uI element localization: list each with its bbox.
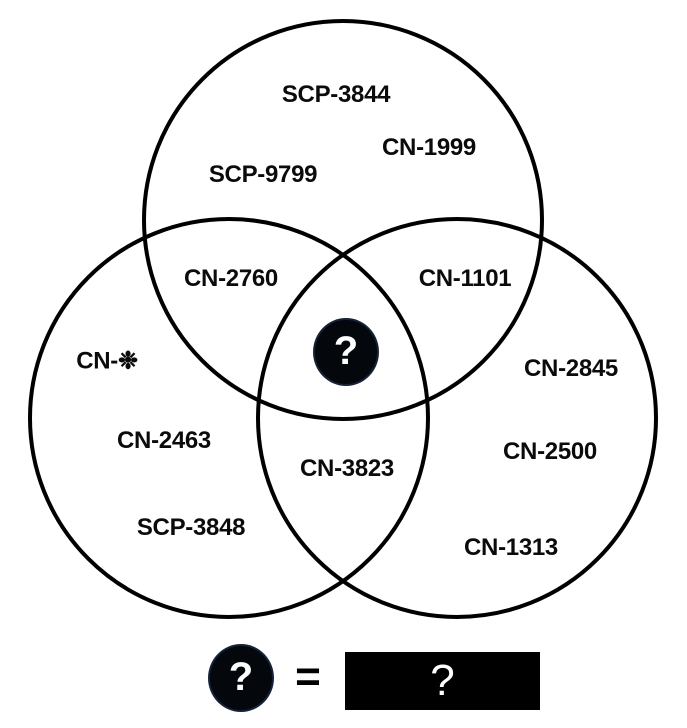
- venn-label-cn-1313: CN-1313: [464, 534, 558, 561]
- left-circle-outline: [28, 217, 430, 619]
- venn-label-cn-2845: CN-2845: [524, 355, 618, 382]
- venn-label-cn-3823: CN-3823: [300, 455, 394, 482]
- venn-label-cn-asterisk: CN-❉: [76, 347, 138, 375]
- venn-label-cn-2463: CN-2463: [117, 427, 211, 454]
- right-circle-outline: [256, 217, 658, 619]
- legend-answer-box: ?: [345, 652, 540, 710]
- legend-equals-sign: =: [295, 652, 321, 701]
- legend-row: ? = ?: [0, 644, 687, 714]
- legend-question-badge: ?: [208, 644, 274, 712]
- venn-label-scp-9799: SCP-9799: [208, 161, 318, 188]
- venn-label-cn-1101: CN-1101: [418, 265, 512, 292]
- center-question-badge: ?: [313, 318, 379, 386]
- venn-label-scp-3848: SCP-3848: [136, 514, 246, 541]
- venn-label-scp-3844: SCP-3844: [281, 81, 391, 108]
- venn-label-cn-2760: CN-2760: [184, 265, 278, 292]
- venn-label-cn-1999: CN-1999: [382, 134, 476, 161]
- venn-label-cn-2500: CN-2500: [503, 438, 597, 465]
- top-circle-outline: [142, 19, 544, 421]
